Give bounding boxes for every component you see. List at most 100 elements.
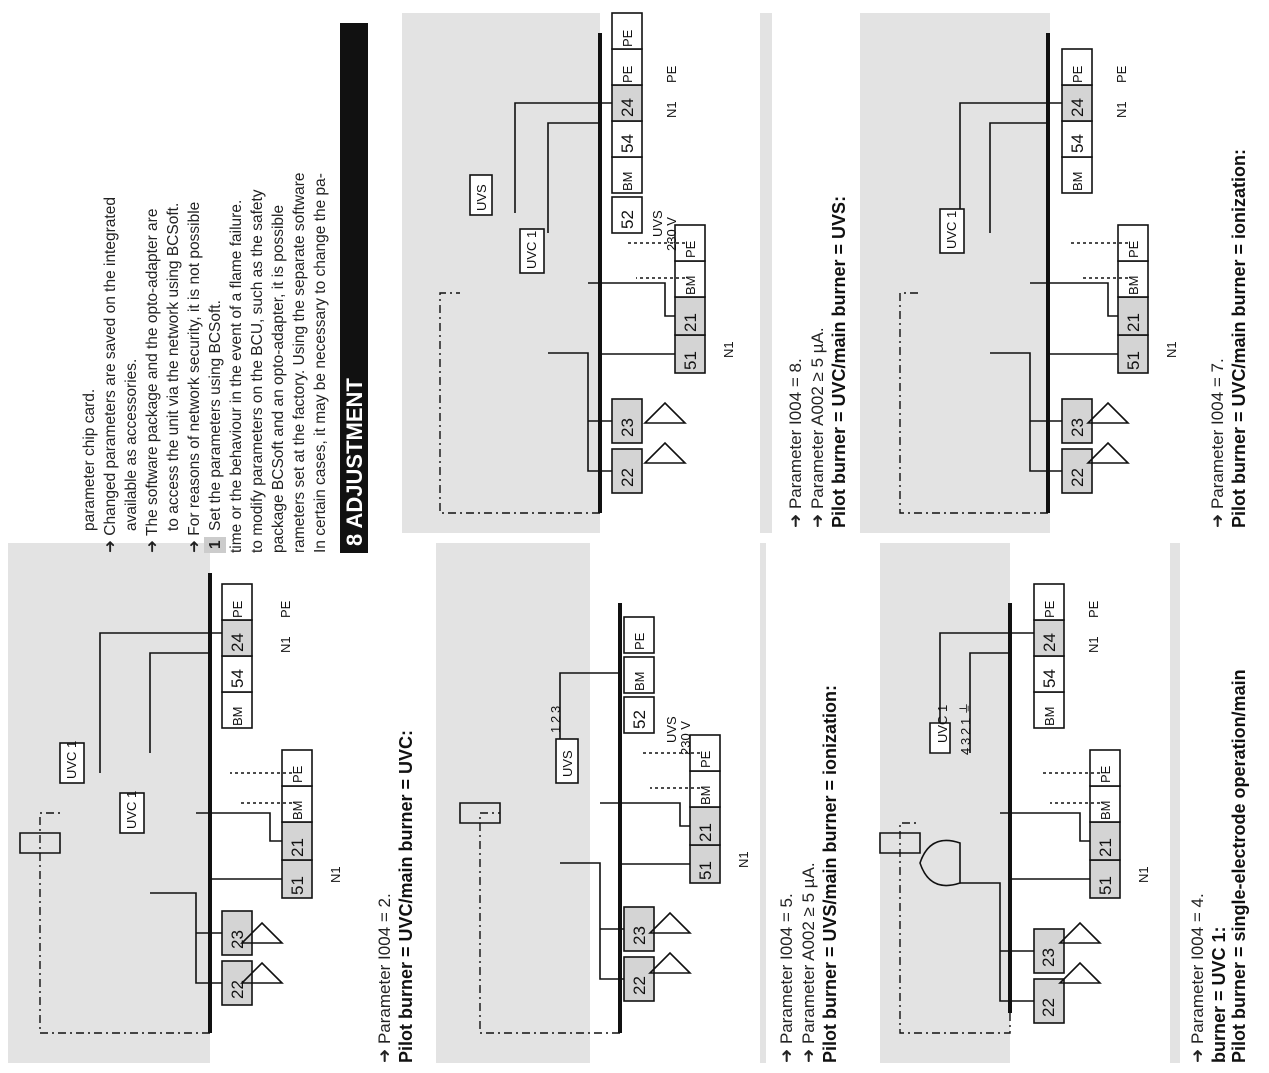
step-number: 1 — [207, 540, 224, 549]
svg-text:PE: PE — [1126, 240, 1141, 258]
svg-text:PE: PE — [1114, 65, 1129, 83]
svg-text:51: 51 — [1124, 351, 1143, 370]
svg-text:N1: N1 — [1164, 341, 1179, 358]
svg-text:1: 1 — [548, 726, 563, 733]
svg-text:54: 54 — [1068, 134, 1087, 153]
svg-text:BM: BM — [290, 801, 305, 821]
svg-text:➜ For reasons of network secur: ➜ For reasons of network security, it is… — [186, 202, 203, 553]
section-5-param-1: ➜ Parameter A002 ≥ 5 µA. — [808, 327, 827, 528]
svg-text:22: 22 — [630, 976, 649, 995]
svg-text:to modify parameters on the BC: to modify parameters on the BCU, such as… — [249, 189, 266, 553]
svg-text:BM: BM — [698, 786, 713, 806]
svg-text:N1: N1 — [1136, 866, 1151, 883]
svg-text:54: 54 — [1040, 669, 1059, 688]
svg-text:UVS: UVS — [650, 210, 665, 237]
svg-text:rameters set at the factory. U: rameters set at the factory. Using the s… — [291, 173, 308, 554]
section-2-title: Pilot burner = UVS/main burner = ionizat… — [820, 685, 840, 1063]
section-4-param: ➜ Parameter I004 = 7. — [1208, 358, 1227, 528]
adjustment-title: 8 ADJUSTMENT — [342, 378, 367, 546]
section-5-param-2: ➜ Parameter I004 = 8. — [786, 358, 805, 528]
svg-text:23: 23 — [1039, 948, 1058, 967]
wiring-diagram-4: 22 23 51 21 BM PE N1 BM 54 24 PE N1 PE U… — [860, 13, 1200, 533]
svg-text:51: 51 — [696, 861, 715, 880]
svg-text:BM: BM — [1042, 707, 1057, 727]
wiring-diagram-5: 22 23 51 21 BM PE N1 52 230 V UVS BM 54 … — [402, 12, 772, 533]
step-text: Set the parameters using BCSoft. — [207, 300, 224, 531]
section-1-title-line-2: burner = UVC 1: — [1209, 926, 1229, 1063]
svg-text:52: 52 — [630, 710, 649, 729]
svg-text:23: 23 — [618, 418, 637, 437]
svg-text:22: 22 — [1039, 998, 1058, 1017]
svg-text:21: 21 — [1124, 313, 1143, 332]
svg-text:54: 54 — [618, 134, 637, 153]
svg-text:52: 52 — [618, 210, 637, 229]
section-2-param-2: ➜ Parameter I004 = 5. — [777, 893, 796, 1063]
wiring-diagram-3: 22 23 51 21 BM PE N1 BM 54 24 PE N1 PE U… — [8, 543, 360, 1063]
svg-text:2: 2 — [958, 728, 973, 735]
section-4-title: Pilot burner = UVC/main burner = ionizat… — [1229, 149, 1249, 528]
svg-text:➜ Changed parameters are saved: ➜ Changed parameters are saved on the in… — [102, 197, 119, 553]
svg-text:N1: N1 — [736, 851, 751, 868]
svg-text:24: 24 — [618, 98, 637, 117]
svg-text:PE: PE — [620, 29, 635, 47]
svg-text:23: 23 — [1068, 418, 1087, 437]
svg-text:22: 22 — [618, 468, 637, 487]
svg-text:24: 24 — [228, 633, 247, 652]
svg-text:1: 1 — [958, 718, 973, 725]
svg-text:23: 23 — [630, 926, 649, 945]
svg-text:PE: PE — [278, 600, 293, 618]
svg-text:230 V: 230 V — [664, 217, 679, 251]
adjustment-section: 8 ADJUSTMENT In certain cases, it may be… — [81, 23, 368, 553]
svg-text:54: 54 — [228, 669, 247, 688]
svg-text:➜ The software package and the: ➜ The software package and the opto-adap… — [144, 209, 161, 553]
svg-text:230 V: 230 V — [678, 721, 693, 755]
svg-text:N1: N1 — [1114, 101, 1129, 118]
section-2-param-1: ➜ Parameter A002 ≥ 5 µA. — [799, 862, 818, 1063]
svg-text:BM: BM — [1126, 276, 1141, 296]
svg-text:UVC 1: UVC 1 — [124, 791, 139, 829]
svg-text:51: 51 — [288, 876, 307, 895]
svg-text:PE: PE — [1098, 765, 1113, 783]
svg-text:BM: BM — [1070, 172, 1085, 192]
svg-text:PE: PE — [1070, 65, 1085, 83]
svg-text:PE: PE — [683, 240, 698, 258]
svg-text:PE: PE — [632, 632, 647, 650]
svg-text:21: 21 — [288, 838, 307, 857]
svg-text:N1: N1 — [328, 866, 343, 883]
svg-text:PE: PE — [664, 65, 679, 83]
svg-text:UVS: UVS — [560, 750, 575, 777]
section-3-title: Pilot burner = UVC/main burner = UVC: — [396, 730, 416, 1063]
svg-text:3: 3 — [548, 706, 563, 713]
svg-text:BM: BM — [620, 172, 635, 192]
svg-text:⏚: ⏚ — [958, 702, 973, 715]
svg-text:PE: PE — [1042, 600, 1057, 618]
svg-text:BM: BM — [1098, 801, 1113, 821]
svg-text:BM: BM — [230, 707, 245, 727]
svg-text:UVS: UVS — [664, 716, 679, 743]
svg-text:23: 23 — [228, 930, 247, 949]
section-3-param: ➜ Parameter I004 = 2. — [375, 893, 394, 1063]
svg-text:parameter chip card.: parameter chip card. — [81, 389, 98, 531]
svg-text:21: 21 — [696, 823, 715, 842]
wiring-diagram-2: 22 23 51 21 BM PE N1 52 230 V UVS BM PE … — [436, 543, 766, 1063]
svg-text:N1: N1 — [278, 636, 293, 653]
svg-text:PE: PE — [230, 600, 245, 618]
svg-text:24: 24 — [1068, 98, 1087, 117]
svg-text:BM: BM — [632, 672, 647, 692]
svg-text:UVS: UVS — [474, 184, 489, 211]
svg-text:available as accessories.: available as accessories. — [123, 359, 140, 531]
section-1-title-line-1: Pilot burner = single-electrode operatio… — [1229, 669, 1249, 1063]
svg-text:PE: PE — [1086, 600, 1101, 618]
svg-text:21: 21 — [1096, 838, 1115, 857]
svg-text:package BCSoft and an opto-ada: package BCSoft and an opto-adapter, it i… — [270, 205, 287, 553]
section-5-title: Pilot burner = UVC/main burner = UVS: — [829, 196, 849, 528]
svg-text:PE: PE — [290, 765, 305, 783]
svg-text:51: 51 — [681, 351, 700, 370]
svg-text:BM: BM — [683, 276, 698, 296]
svg-text:3: 3 — [958, 738, 973, 745]
section-1-param: ➜ Parameter I004 = 4. — [1188, 893, 1207, 1063]
svg-text:24: 24 — [1040, 633, 1059, 652]
svg-text:UVC 1: UVC 1 — [935, 705, 950, 743]
wiring-diagram-1: 22 23 51 21 BM PE N1 BM 54 24 PE N1 PE U… — [879, 543, 1180, 1063]
